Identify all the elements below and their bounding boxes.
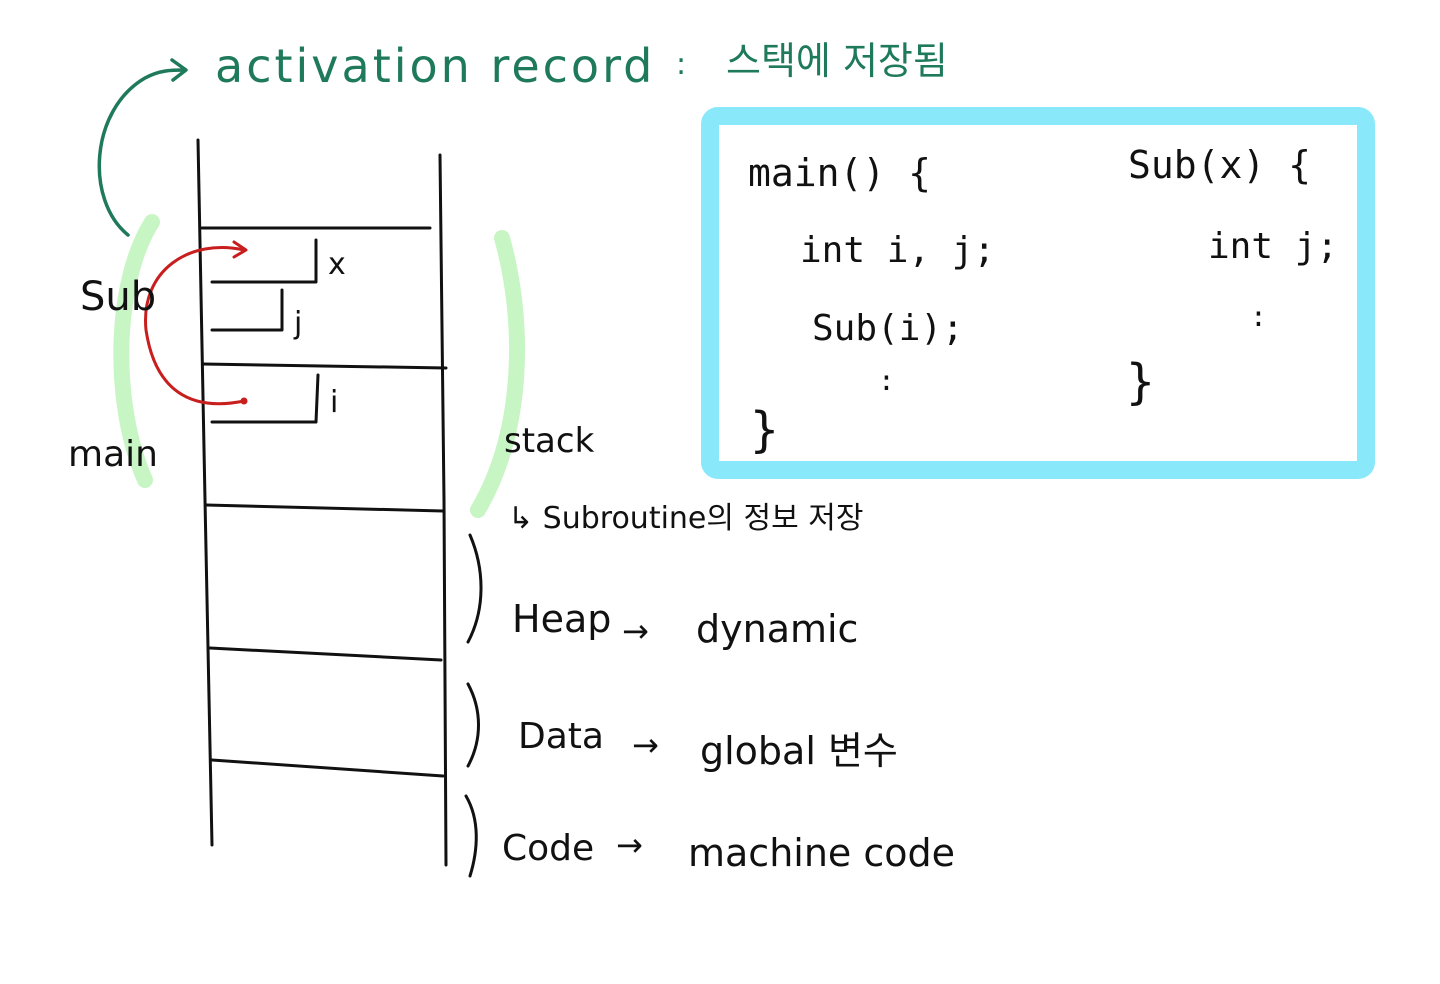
variable-slots: [210, 238, 320, 424]
slot-i: [210, 373, 320, 424]
arrow-head-title: [170, 58, 188, 82]
data-label: Data: [518, 716, 604, 757]
curved-arrow-to-title: [97, 68, 186, 237]
code-label: Code: [502, 828, 594, 869]
main-record-label: main: [68, 434, 158, 475]
sub-line-4: }: [1126, 354, 1155, 410]
main-line-5: }: [750, 402, 779, 458]
left-green-bracket: [113, 214, 160, 488]
main-line-1: main() {: [748, 151, 931, 195]
sub-function-code: Sub(x) { int j; : }: [1126, 143, 1338, 410]
sub-line-3: :: [1250, 300, 1267, 333]
right-green-bracket: [470, 230, 526, 518]
heap-desc: dynamic: [696, 607, 858, 651]
red-arrow-origin-dot: [240, 397, 248, 405]
main-line-4: :: [878, 364, 895, 397]
data-bracket: [466, 682, 480, 768]
code-arrow: →: [616, 826, 643, 864]
title-separator: :: [676, 47, 686, 82]
var-x-label: x: [328, 247, 346, 282]
segment-brackets: [464, 533, 483, 878]
sub-line-2: int j;: [1208, 226, 1338, 267]
main-line-2: int i, j;: [800, 230, 995, 271]
title-note: 스택에 저장됨: [726, 39, 948, 83]
code-box: [701, 107, 1375, 479]
data-desc: global 변수: [700, 729, 898, 773]
data-arrow: →: [632, 726, 659, 764]
red-call-arrow: [144, 246, 246, 406]
divider-stack-heap: [204, 503, 445, 513]
code-bracket: [464, 794, 478, 878]
divider-data-code: [210, 758, 445, 778]
stack-label: stack: [504, 421, 595, 461]
sub-record-label: Sub: [80, 274, 156, 320]
red-arrow-head: [232, 240, 248, 259]
main-line-3: Sub(i);: [812, 308, 964, 349]
slot-x: [210, 238, 318, 284]
title-label: activation record: [215, 39, 655, 93]
stack-desc: ↳ Subroutine의 정보 저장: [508, 501, 863, 536]
main-function-code: main() { int i, j; Sub(i); : }: [748, 151, 995, 458]
code-desc: machine code: [688, 831, 955, 875]
heap-arrow: →: [622, 612, 649, 650]
heap-label: Heap: [512, 597, 611, 641]
var-j-label: j: [293, 306, 302, 341]
heap-bracket: [466, 533, 483, 644]
sub-line-1: Sub(x) {: [1128, 143, 1311, 187]
slot-j: [210, 288, 284, 332]
divider-activation: [201, 362, 448, 370]
divider-heap-data: [208, 646, 443, 662]
memory-column: [196, 138, 448, 867]
var-i-label: i: [330, 385, 338, 420]
